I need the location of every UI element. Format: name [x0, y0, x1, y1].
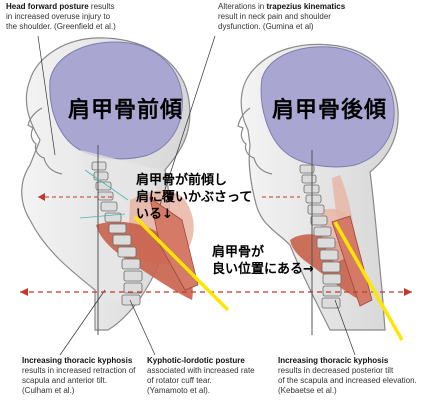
note-head-forward: Head forward posture results in increase…	[6, 2, 166, 32]
note-kyphotic-lordotic-line-3: (Yamamoto et al).	[147, 386, 210, 395]
left-pointer-kyphosis	[59, 289, 106, 356]
left-caption-line-2: 肩に覆いかぶさって	[136, 190, 253, 205]
note-thoracic-right-line-2: of the scapula and increased elevation.	[278, 376, 417, 385]
left-caption: 肩甲骨が前傾し 肩に覆いかぶさって いる↓	[136, 172, 252, 223]
left-title: 肩甲骨前傾	[68, 98, 184, 123]
left-spine	[91, 161, 143, 306]
note-kyphotic-lordotic-line-1: associated with increased rate	[147, 366, 255, 375]
note-thoracic-left-line-2: scapula and anterior tilt.	[22, 376, 107, 385]
left-brain	[49, 41, 183, 160]
note-trapezius-line-2: dysfunction. (Gumina et al)	[218, 22, 314, 31]
left-face-profile	[27, 107, 63, 175]
note-trapezius-title: trapezius kinematics	[266, 2, 346, 11]
right-title: 肩甲骨後傾	[272, 98, 388, 123]
right-scapula	[331, 215, 373, 307]
note-head-forward-line-2: in increased overuse injury to	[6, 12, 111, 21]
note-trapezius: Alterations in trapezius kinematics resu…	[218, 2, 418, 32]
note-thoracic-right: Increasing thoracic kyphosis results in …	[278, 356, 420, 396]
note-trapezius-line-1: result in neck pain and shoulder	[218, 12, 331, 21]
note-head-forward-line-1: results	[90, 2, 115, 11]
note-kyphotic-lordotic-line-2: of rotator cuff tear.	[147, 376, 212, 385]
right-caption-line-1: 肩甲骨が	[212, 245, 265, 260]
note-thoracic-left-line-3: (Culham et al.)	[22, 386, 75, 395]
left-scapula-axis-line	[133, 215, 230, 312]
left-caption-line-3: いる↓	[136, 207, 173, 222]
note-head-forward-line-3: the shoulder. (Greenfield et al.)	[6, 22, 116, 31]
right-face-profile	[237, 107, 273, 175]
right-scapula-axis-line	[333, 221, 404, 341]
right-pointer-kyphosis	[334, 299, 356, 356]
note-thoracic-left: Increasing thoracic kyphosis results in …	[22, 356, 162, 396]
note-thoracic-left-title: Increasing thoracic kyphosis	[22, 356, 133, 365]
left-pointer-trapezius	[159, 35, 216, 206]
left-caption-line-1: 肩甲骨が前傾し	[136, 173, 228, 188]
right-caption: 肩甲骨が 良い位置にある→	[212, 244, 314, 278]
left-pointer-head	[37, 35, 56, 156]
note-head-forward-title: Head forward posture	[6, 2, 89, 11]
note-kyphotic-lordotic-title: Kyphotic-lordotic posture	[147, 356, 245, 365]
right-figure	[237, 43, 399, 356]
left-pointer-lordotic	[129, 299, 156, 356]
right-caption-line-2: 良い位置にある→	[212, 262, 314, 277]
note-thoracic-right-line-3: (Kebaetse et al.)	[278, 386, 337, 395]
note-kyphotic-lordotic: Kyphotic-lordotic posture associated wit…	[147, 356, 272, 396]
note-thoracic-left-line-1: results in increased retraction of	[22, 366, 136, 375]
note-thoracic-right-title: Increasing thoracic kyphosis	[278, 356, 389, 365]
note-thoracic-right-line-1: results in decreased posterior tilt	[278, 366, 394, 375]
note-trapezius-pre: Alterations in	[218, 2, 265, 11]
left-figure	[21, 35, 216, 356]
right-brain	[260, 46, 395, 168]
